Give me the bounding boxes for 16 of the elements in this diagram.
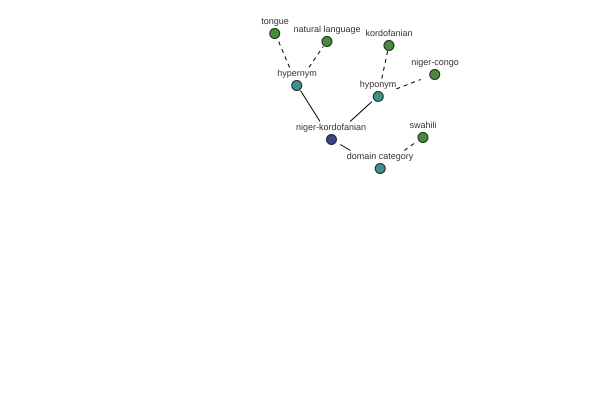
node-label: natural language (293, 24, 361, 34)
connector-line (350, 101, 372, 122)
node-label: domain category (346, 150, 414, 162)
node-label: niger-congo (411, 56, 459, 68)
node-label: hypernym (277, 68, 317, 78)
node-label: tongue (261, 16, 289, 26)
connector-line (381, 50, 388, 79)
connector-line (340, 144, 351, 151)
connector-line (404, 142, 416, 151)
connector-line (308, 46, 324, 68)
node-label: kordofanian (365, 28, 413, 38)
node-label: niger-kordofanian (296, 122, 366, 132)
connector-line (300, 90, 320, 122)
node-label: hyponym (360, 78, 396, 90)
connector-line (396, 79, 422, 90)
node-label: swahili (410, 120, 436, 130)
